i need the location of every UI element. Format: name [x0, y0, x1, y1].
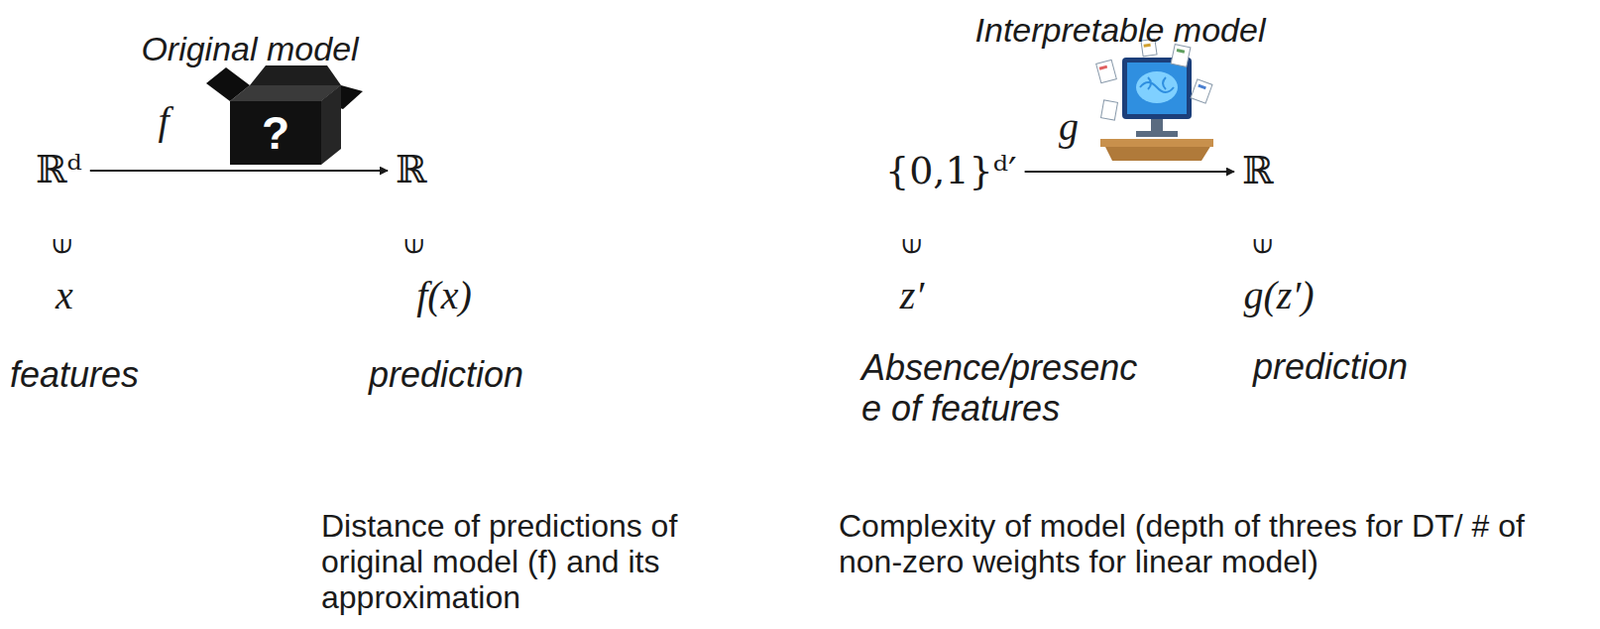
math-set-node: ℝ [393, 148, 430, 193]
math-set: {0,1}ᵈ′ [885, 149, 1018, 194]
math-set-node: {0,1}ᵈ′ [883, 149, 1020, 194]
math-set: ℝᵈ [35, 148, 83, 193]
caption-word: prediction [368, 353, 524, 395]
math-set-node: ℝ [1240, 149, 1276, 194]
math-set-node: ℝᵈ [33, 148, 85, 193]
model-title: Original model [140, 30, 358, 68]
black-box-icon [206, 65, 363, 165]
question-mark: ? [261, 110, 290, 156]
membership-symbol: ⟒ [1252, 226, 1273, 259]
function-name: g [1058, 105, 1079, 149]
model-title: Interpretable model [975, 11, 1266, 49]
membership-symbol: ⟒ [403, 226, 425, 259]
interpretable-model-icon [1096, 38, 1214, 161]
function-name: f [157, 99, 169, 143]
math-expression: f(x) [416, 273, 472, 318]
mapping-arrow [1025, 170, 1235, 173]
membership-symbol: ⟒ [901, 226, 922, 259]
mapping-arrow [90, 169, 388, 172]
caption-word: prediction [1253, 345, 1408, 387]
math-expression: g(z′) [1244, 273, 1315, 318]
caption-word: Absence/presence of features [861, 346, 1147, 430]
math-variable: z′ [900, 273, 924, 318]
math-set: ℝ [1242, 149, 1274, 194]
caption-word: features [9, 353, 139, 395]
math-variable: x [55, 273, 74, 318]
membership-symbol: ⟒ [51, 226, 73, 259]
math-set: ℝ [395, 148, 428, 193]
loss-note: Distance of predictions of original mode… [321, 507, 758, 615]
complexity-note: Complexity of model (depth of threes for… [838, 507, 1593, 579]
